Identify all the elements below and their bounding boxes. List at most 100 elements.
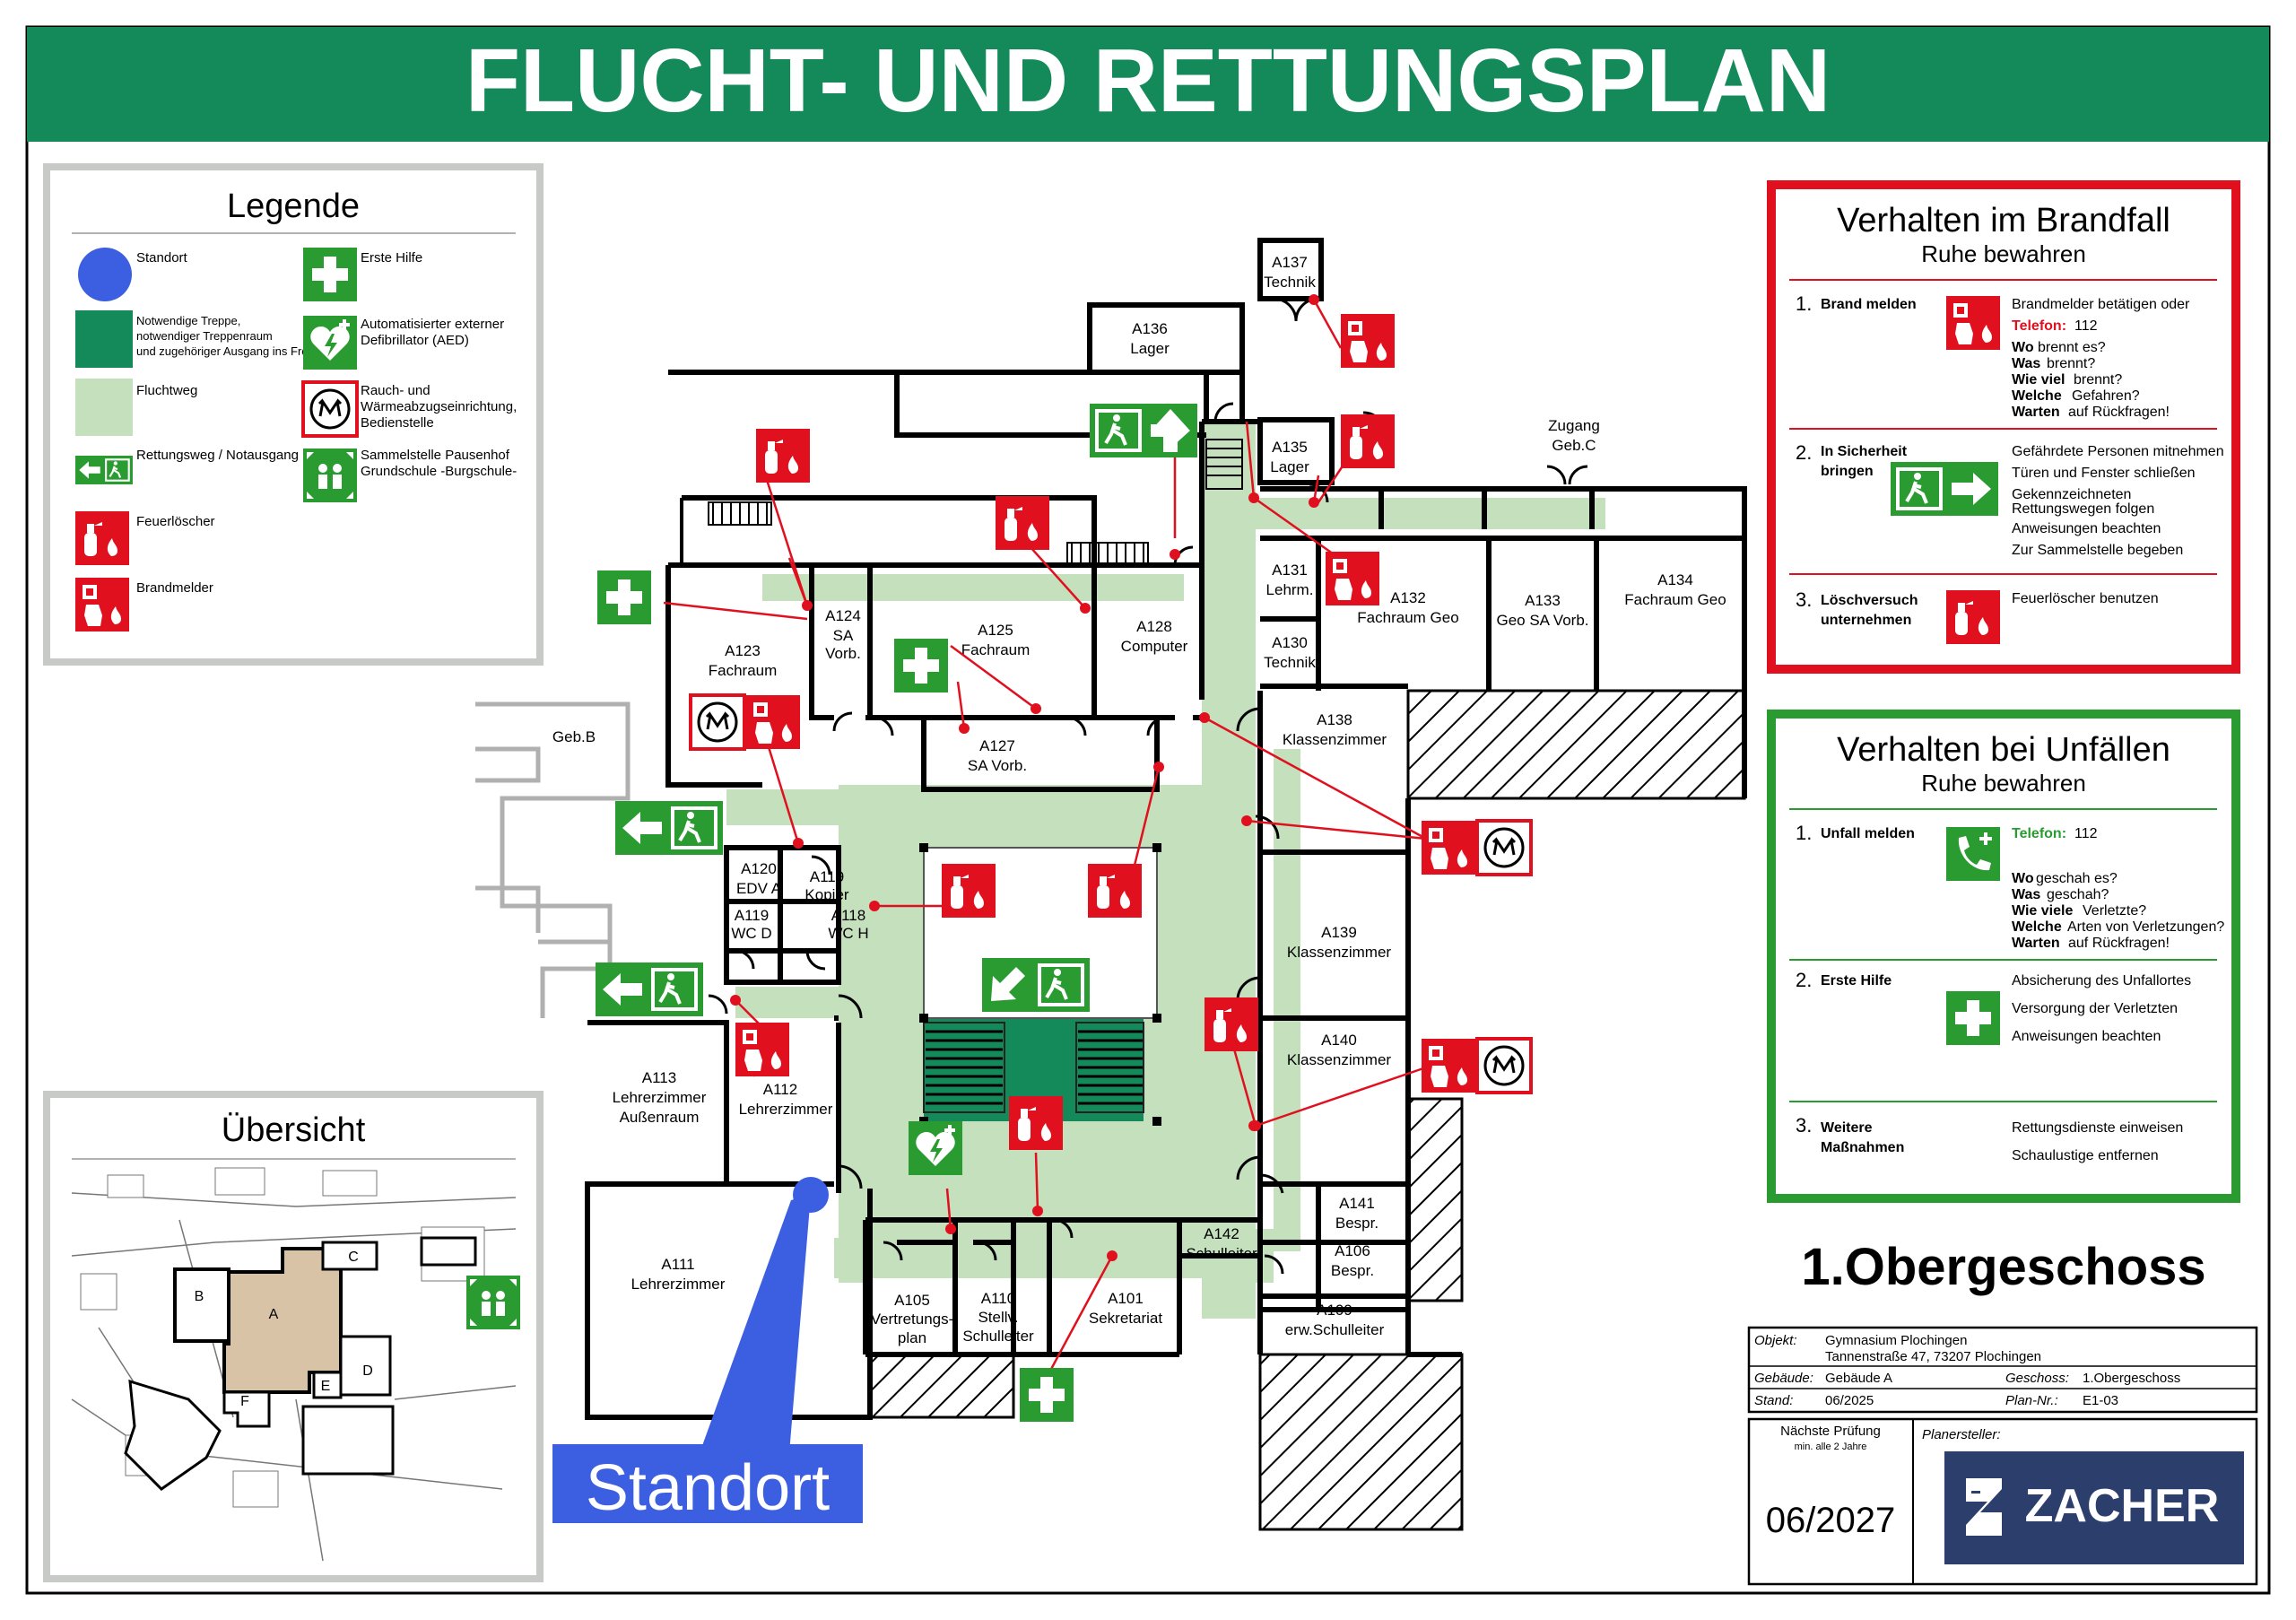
- title-bar: [27, 27, 2269, 142]
- accident-tel-number: 112: [2074, 826, 2098, 841]
- overview-label-c: C: [348, 1250, 359, 1265]
- page-title: FLUCHT- UND RETTUNGSPLAN: [465, 30, 1831, 131]
- escape-route-icon: [75, 379, 133, 436]
- accident-step2-label: Erste Hilfe: [1821, 973, 1892, 989]
- floor-label: 1.Obergeschoss: [1801, 1238, 2205, 1296]
- exit-sign-up: [1088, 402, 1199, 459]
- room-a109-name: erw.Schulleiter: [1285, 1321, 1385, 1338]
- extinguisher-icon: [1946, 590, 2000, 644]
- room-a132-name: Fachraum Geo: [1357, 609, 1458, 626]
- fire-step1-label: Brand melden: [1821, 297, 1917, 312]
- info-gebaeude: Gebäude A: [1825, 1371, 1892, 1386]
- extinguisher-icon: [1009, 1096, 1063, 1150]
- room-a139-number: A139: [1321, 924, 1357, 941]
- room-a123-number: A123: [725, 642, 761, 659]
- standort-icon: [78, 248, 132, 301]
- room-a124-name-2: Vorb.: [825, 645, 861, 662]
- fire-alarm-icon: [1422, 1039, 1475, 1093]
- info-pruefung-note: min. alle 2 Jahre: [1795, 1441, 1867, 1452]
- room-a132-number: A132: [1390, 589, 1426, 606]
- legend-rauch-3: Bedienstelle: [361, 415, 434, 431]
- room-a125-number: A125: [978, 622, 1013, 639]
- fire-q4-text: Gefahren?: [2072, 388, 2140, 404]
- room-a127-name: SA Vorb.: [968, 757, 1027, 774]
- room-a131-name: Lehrm.: [1266, 581, 1314, 598]
- first-aid-icon: [1946, 991, 2000, 1045]
- info-plan: E1-03: [2083, 1393, 2118, 1408]
- room-a119-name: Kopier: [804, 886, 848, 903]
- overview-assembly-icon: [466, 1276, 520, 1329]
- room-a110-name-2: Schulleiter: [962, 1328, 1034, 1345]
- standort-label: Standort: [586, 1452, 830, 1524]
- room-a141-number: A141: [1339, 1195, 1375, 1212]
- accident-q3-key: Wie viele: [2012, 903, 2073, 919]
- accident-step1-label: Unfall melden: [1821, 826, 1915, 841]
- info-gebaeude-label: Gebäude:: [1754, 1371, 1813, 1386]
- room-a109-number: A109: [1317, 1302, 1352, 1319]
- fire-step2-line2: Türen und Fenster schließen: [2012, 466, 2196, 481]
- info-pruefung-date: 06/2027: [1766, 1501, 1896, 1540]
- legend-rettung: Rettungsweg / Notausgang: [136, 448, 299, 463]
- room-a111-number: A111: [661, 1256, 694, 1273]
- info-plan-label: Plan-Nr.:: [2005, 1393, 2058, 1408]
- room-a105-number: A105: [894, 1292, 930, 1309]
- smoke-vent-icon: [689, 693, 746, 751]
- emergency-phone-icon: [1946, 827, 2000, 881]
- stair-icon: [75, 310, 133, 368]
- legend-flucht: Fluchtweg: [136, 383, 197, 398]
- zugang-label-1: Zugang: [1548, 417, 1600, 434]
- accident-q5-text: auf Rückfragen!: [2068, 936, 2170, 951]
- info-objekt-label: Objekt:: [1754, 1333, 1797, 1348]
- room-a135-name: Lager: [1270, 458, 1309, 475]
- accident-tel-label: Telefon:: [2012, 826, 2066, 841]
- fire-step2-label-1: In Sicherheit: [1821, 444, 1908, 459]
- fire-q4-key: Welche: [2012, 388, 2062, 404]
- accident-q2-text: geschah?: [2047, 887, 2109, 902]
- legend-sammel-2: Grundschule -Burgschule-: [361, 464, 517, 479]
- fire-subtitle: Ruhe bewahren: [1921, 240, 2086, 267]
- accident-step3-label-1: Weitere: [1821, 1120, 1873, 1136]
- room-a137-name: Technik: [1264, 274, 1316, 291]
- fire-step2-line1: Gefährdete Personen mitnehmen: [2012, 444, 2224, 459]
- overview-label-f: F: [240, 1394, 249, 1409]
- room-a101-number: A101: [1108, 1290, 1144, 1307]
- legend-loescher: Feuerlöscher: [136, 514, 215, 529]
- info-geschoss: 1.Obergeschoss: [2083, 1371, 2180, 1386]
- exit-sign-icon: [1889, 460, 2000, 518]
- legend-melder: Brandmelder: [136, 580, 213, 596]
- room-a128-name: Computer: [1121, 638, 1188, 655]
- room-a142-name: Schulleiter: [1186, 1245, 1257, 1262]
- overview-label-a: A: [269, 1307, 279, 1322]
- overview-panel: Übersicht A B C D E F: [43, 1091, 544, 1582]
- legend-rauch-1: Rauch- und: [361, 383, 430, 398]
- room-a131-number: A131: [1272, 562, 1308, 579]
- fire-q1-key: Wo: [2012, 340, 2034, 355]
- fire-alarm-icon: [746, 695, 800, 749]
- legend-sammel-1: Sammelstelle Pausenhof: [361, 448, 510, 463]
- info-block: Objekt: Gymnasium Plochingen Tannenstraß…: [1747, 1326, 2258, 1586]
- legend-title: Legende: [227, 187, 360, 225]
- fire-q3-key: Wie viel: [2012, 372, 2065, 388]
- exit-sign-diagonal: [982, 958, 1090, 1012]
- room-a118-name: WC H: [828, 925, 868, 942]
- extinguisher-icon: [942, 864, 996, 918]
- zugang-label-2: Geb.C: [1552, 437, 1596, 454]
- accident-subtitle: Ruhe bewahren: [1921, 770, 2086, 797]
- fire-title: Verhalten im Brandfall: [1837, 202, 2170, 240]
- fire-step2-line3: Gekennzeichneten: [2012, 487, 2131, 502]
- room-a124-number: A124: [825, 607, 861, 624]
- fire-alarm-icon: [735, 1023, 789, 1076]
- overview-title: Übersicht: [222, 1111, 366, 1149]
- info-stand-label: Stand:: [1754, 1393, 1793, 1408]
- legend-rauch-2: Wärmeabzugseinrichtung,: [361, 399, 517, 414]
- room-a120-name: EDV A: [736, 880, 782, 897]
- room-a119-number: A119: [810, 868, 844, 885]
- info-geschoss-label: Geschoss:: [2005, 1371, 2069, 1386]
- first-aid-icon: [894, 639, 948, 692]
- accident-instructions-panel: Verhalten bei Unfällen Ruhe bewahren 1. …: [1767, 710, 2240, 1203]
- fire-step2-label-2: bringen: [1821, 464, 1874, 479]
- aed-icon: [303, 316, 357, 370]
- room-a134-number: A134: [1657, 571, 1693, 588]
- smoke-vent-icon: [1475, 819, 1533, 876]
- accident-step2-line2: Versorgung der Verletzten: [2012, 1001, 2178, 1016]
